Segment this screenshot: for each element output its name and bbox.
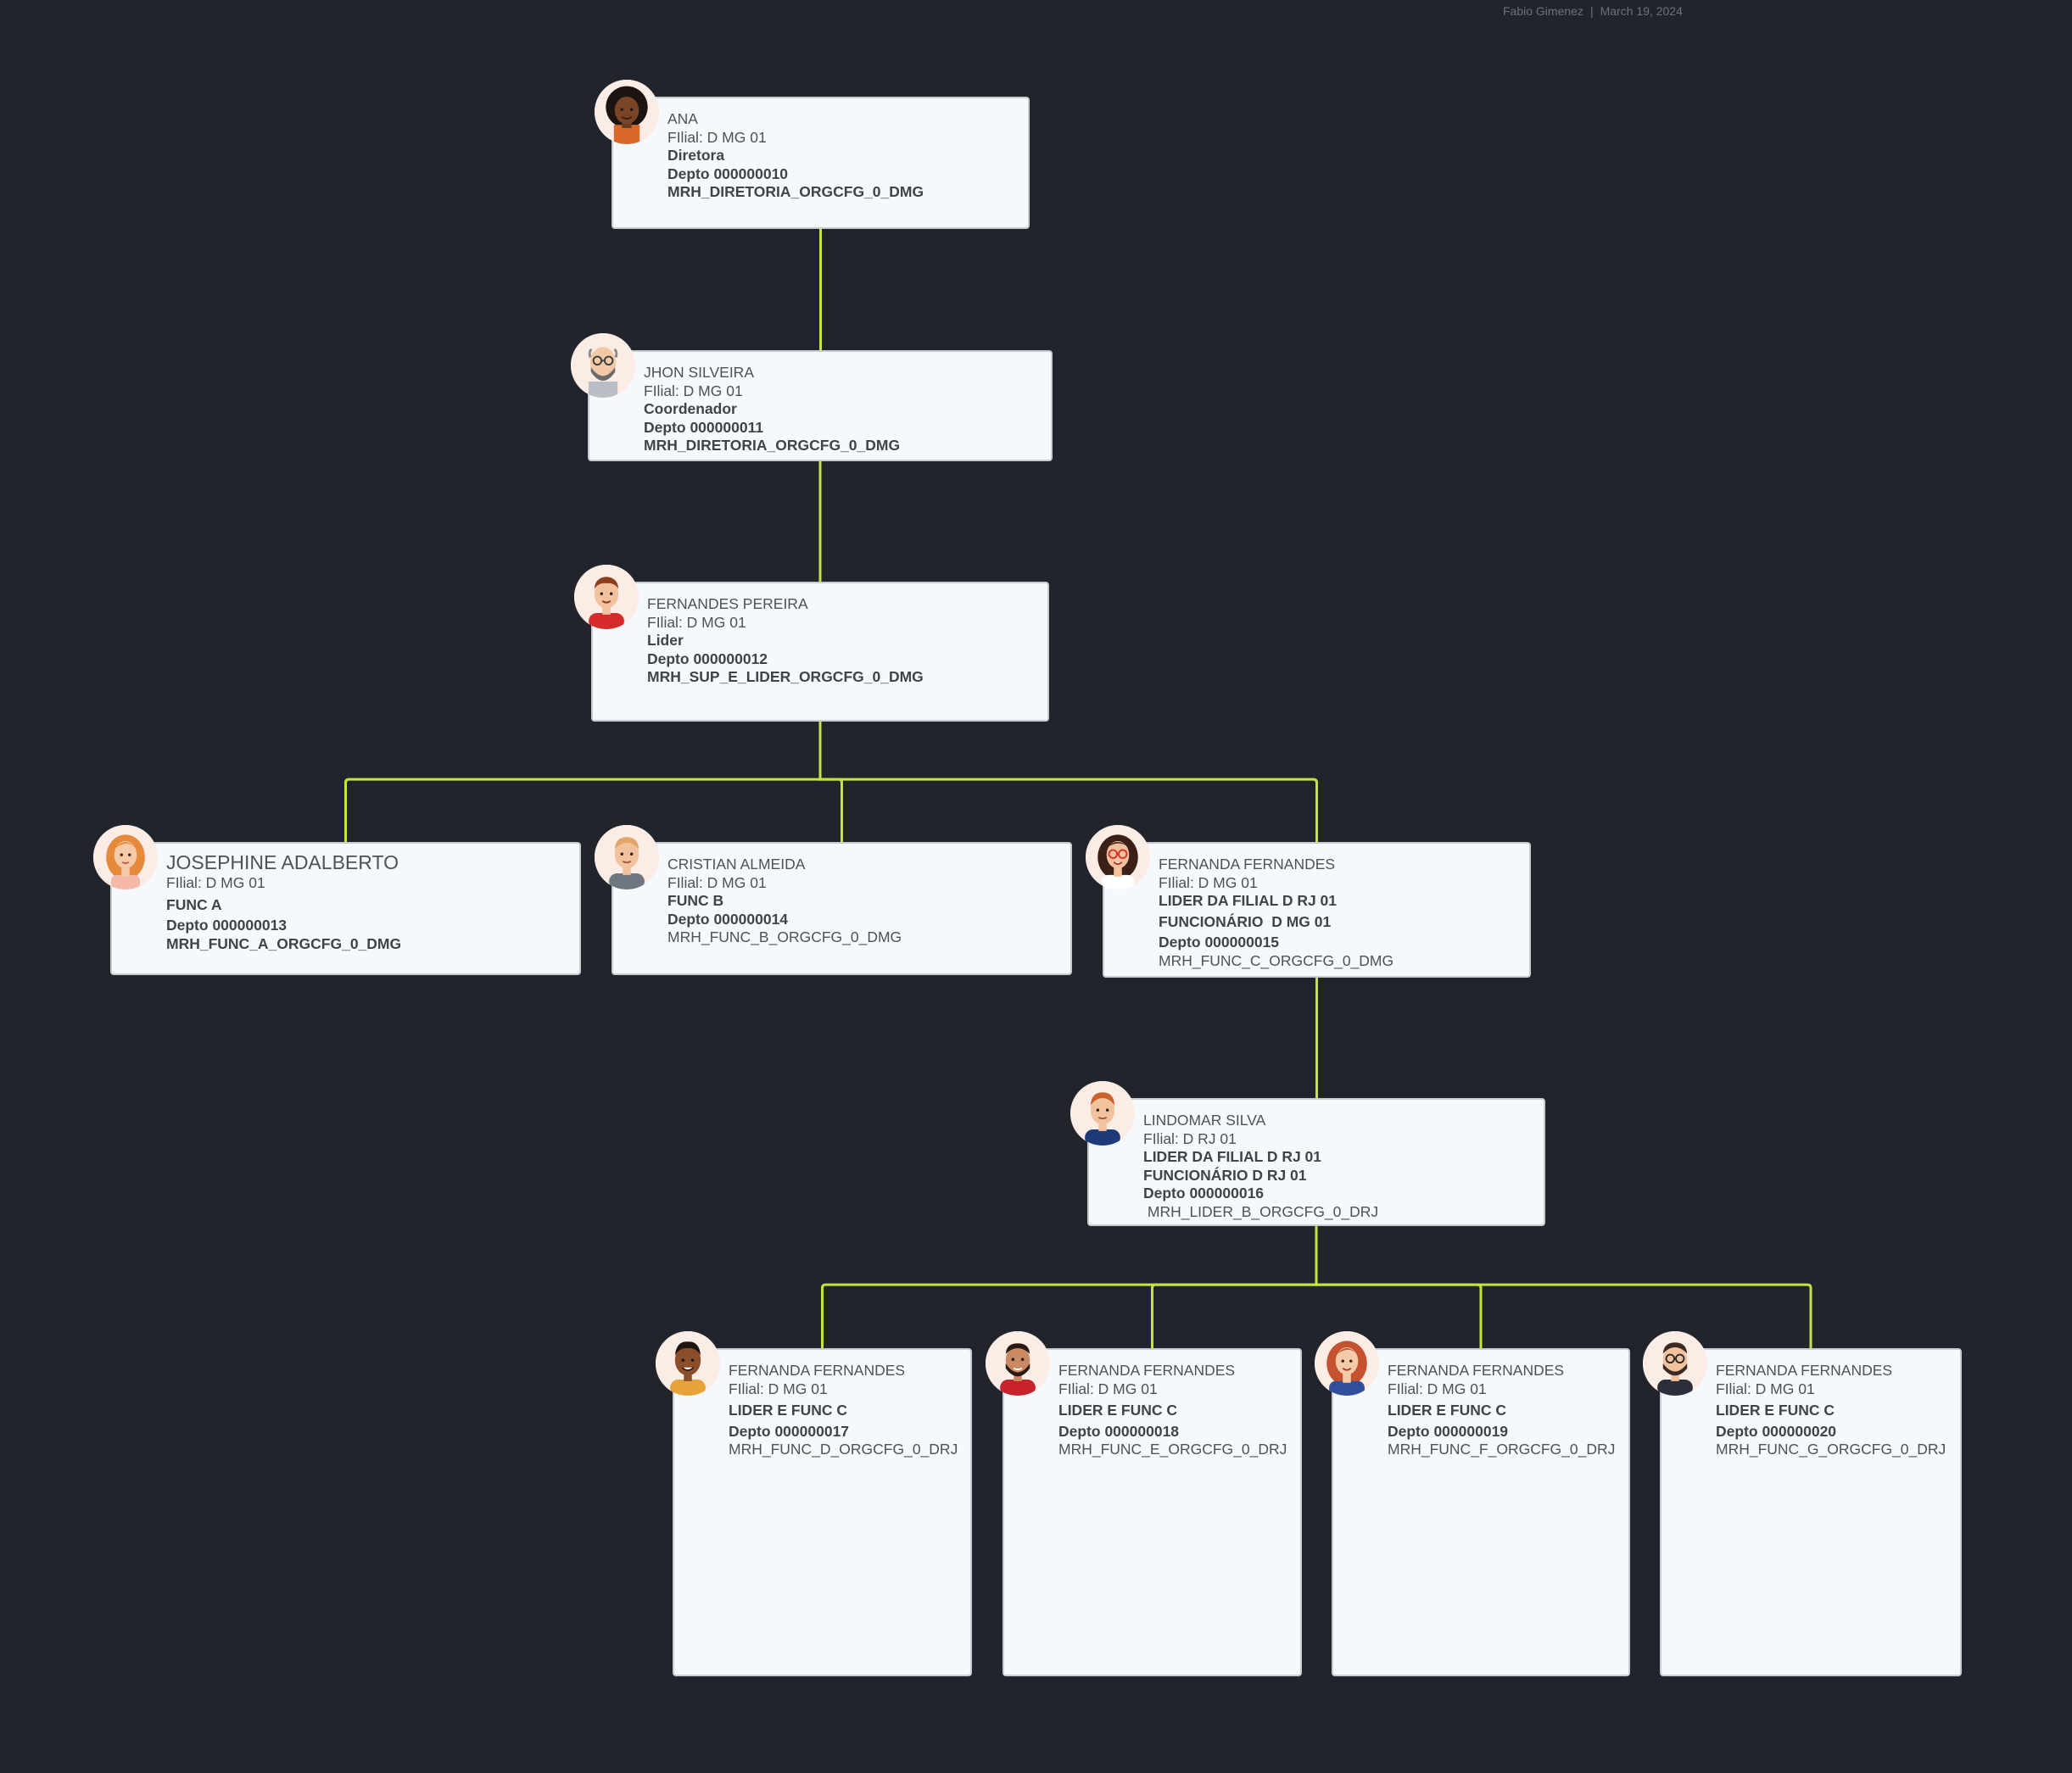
connector-fernandes-fernanda [818,722,1318,842]
man-bald-glasses-avatar [571,333,635,398]
employee-name: FERNANDA FERNANDES [1388,1362,1565,1379]
org-card-fernandes-pereira[interactable]: FERNANDES PEREIRA FIlial: D MG 01 Lider … [591,582,1049,722]
employee-role: FUNC B [667,892,724,910]
man-glasses-beard-avatar [1643,1331,1707,1396]
woman-dark-curly-avatar [595,80,659,144]
employee-code: MRH_FUNC_C_ORGCFG_0_DMG [1159,951,1394,969]
employee-role: LIDER E FUNC C [1716,1402,1835,1419]
employee-depto: Depto 000000016 [1143,1185,1265,1202]
employee-name: FERNANDA FERNANDES [1058,1362,1236,1379]
employee-filial: FIlial: D MG 01 [1388,1380,1487,1397]
man-dark-smiling-avatar [656,1331,720,1396]
employee-depto: Depto 000000018 [1058,1422,1180,1440]
org-card-fernanda-fernandes-15[interactable]: FERNANDA FERNANDES FIlial: D MG 01 LIDER… [1103,842,1531,978]
employee-name: CRISTIAN ALMEIDA [667,856,806,873]
employee-filial: FIlial: D RJ 01 [1143,1129,1237,1147]
employee-code: MRH_FUNC_A_ORGCFG_0_DMG [166,934,402,952]
employee-depto: Depto 000000010 [667,164,789,182]
employee-role: FUNC A [166,895,222,913]
connector-lindomar-ff20 [1315,1226,1812,1348]
employee-code: MRH_SUP_E_LIDER_ORGCFG_0_DMG [647,668,924,686]
employee-role: LIDER E FUNC C [1388,1402,1506,1419]
employee-code: MRH_FUNC_D_ORGCFG_0_DRJ [729,1441,958,1458]
employee-name: FERNANDA FERNANDES [729,1362,906,1379]
employee-name: ANA [667,110,698,127]
employee-depto: Depto 000000013 [166,917,288,934]
employee-code: MRH_LIDER_B_ORGCFG_0_DRJ [1143,1202,1379,1220]
employee-filial: FIlial: D MG 01 [1159,873,1258,891]
man-beard-red-shirt-avatar [986,1331,1050,1396]
org-card-fernanda-fernandes-20[interactable]: FERNANDA FERNANDES FIlial: D MG 01 LIDER… [1660,1348,1962,1676]
employee-depto: Depto 000000019 [1388,1422,1509,1440]
employee-depto: Depto 000000020 [1716,1422,1837,1440]
connector-fernandes-cristian [818,722,843,842]
employee-filial: FIlial: D MG 01 [644,382,743,399]
employee-name: FERNANDA FERNANDES [1716,1362,1893,1379]
employee-filial: FIlial: D MG 01 [1058,1380,1158,1397]
employee-code: MRH_FUNC_G_ORGCFG_0_DRJ [1716,1441,1946,1458]
org-card-lindomar-silva[interactable]: LINDOMAR SILVA FIlial: D RJ 01 LIDER DA … [1087,1098,1545,1226]
org-card-cristian-almeida[interactable]: CRISTIAN ALMEIDA FIlial: D MG 01 FUNC B … [612,842,1072,975]
employee-filial: FIlial: D MG 01 [729,1380,828,1397]
employee-filial: FIlial: D MG 01 [647,613,746,631]
man-red-shirt-avatar [574,565,639,629]
connector-fernandes-josephine [344,722,822,842]
man-navy-shirt-avatar [1070,1081,1135,1146]
employee-role: Coordenador [644,400,737,418]
employee-filial: FIlial: D MG 01 [1716,1380,1815,1397]
author-name: Fabio Gimenez [1503,4,1583,18]
document-header: Fabio Gimenez|March 19, 2024 [1503,4,1683,18]
woman-ginger-avatar [93,825,158,889]
man-gray-shirt-avatar [595,825,659,889]
employee-role: Lider [647,632,684,650]
employee-depto: Depto 000000015 [1159,934,1280,951]
employee-depto: Depto 000000017 [729,1422,850,1440]
woman-red-glasses-avatar [1086,825,1150,889]
employee-role: LIDER E FUNC C [729,1402,847,1419]
employee-filial: FIlial: D MG 01 [166,874,265,891]
employee-code: MRH_FUNC_B_ORGCFG_0_DMG [667,928,902,946]
connector-lindomar-ff17 [821,1226,1318,1348]
employee-code: MRH_DIRETORIA_ORGCFG_0_DMG [667,183,924,201]
connector-lindomar-ff19 [1315,1226,1483,1348]
employee-name: JOSEPHINE ADALBERTO [166,851,399,873]
employee-role: Diretora [667,147,725,164]
employee-depto: Depto 000000011 [644,418,764,436]
employee-role-secondary: FUNCIONÁRIO D RJ 01 [1143,1166,1307,1184]
employee-name: JHON SILVEIRA [644,364,754,381]
employee-filial: FIlial: D MG 01 [667,873,767,891]
document-date: March 19, 2024 [1600,4,1683,18]
org-card-jhon-silveira[interactable]: JHON SILVEIRA FIlial: D MG 01 Coordenado… [588,350,1053,461]
employee-role: LIDER E FUNC C [1058,1402,1177,1419]
employee-code: MRH_FUNC_F_ORGCFG_0_DRJ [1388,1441,1616,1458]
org-card-fernanda-fernandes-18[interactable]: FERNANDA FERNANDES FIlial: D MG 01 LIDER… [1002,1348,1302,1676]
employee-role: LIDER DA FILIAL D RJ 01 [1159,892,1338,910]
employee-filial: FIlial: D MG 01 [667,128,767,146]
employee-role: LIDER DA FILIAL D RJ 01 [1143,1148,1322,1166]
org-card-fernanda-fernandes-19[interactable]: FERNANDA FERNANDES FIlial: D MG 01 LIDER… [1332,1348,1630,1676]
employee-name: FERNANDES PEREIRA [647,595,808,612]
employee-name: FERNANDA FERNANDES [1159,856,1336,873]
org-card-ana[interactable]: ANA FIlial: D MG 01 Diretora Depto 00000… [612,97,1030,229]
employee-depto: Depto 000000012 [647,650,768,667]
org-card-fernanda-fernandes-17[interactable]: FERNANDA FERNANDES FIlial: D MG 01 LIDER… [673,1348,972,1676]
employee-name: LINDOMAR SILVA [1143,1112,1266,1129]
employee-code: MRH_DIRETORIA_ORGCFG_0_DMG [644,437,901,454]
woman-auburn-avatar [1315,1331,1379,1396]
employee-role-secondary: FUNCIONÁRIO D MG 01 [1159,912,1332,930]
employee-depto: Depto 000000014 [667,910,789,928]
employee-code: MRH_FUNC_E_ORGCFG_0_DRJ [1058,1441,1287,1458]
connector-lindomar-ff18 [1151,1226,1318,1348]
org-card-josephine-adalberto[interactable]: JOSEPHINE ADALBERTO FIlial: D MG 01 FUNC… [110,842,581,975]
